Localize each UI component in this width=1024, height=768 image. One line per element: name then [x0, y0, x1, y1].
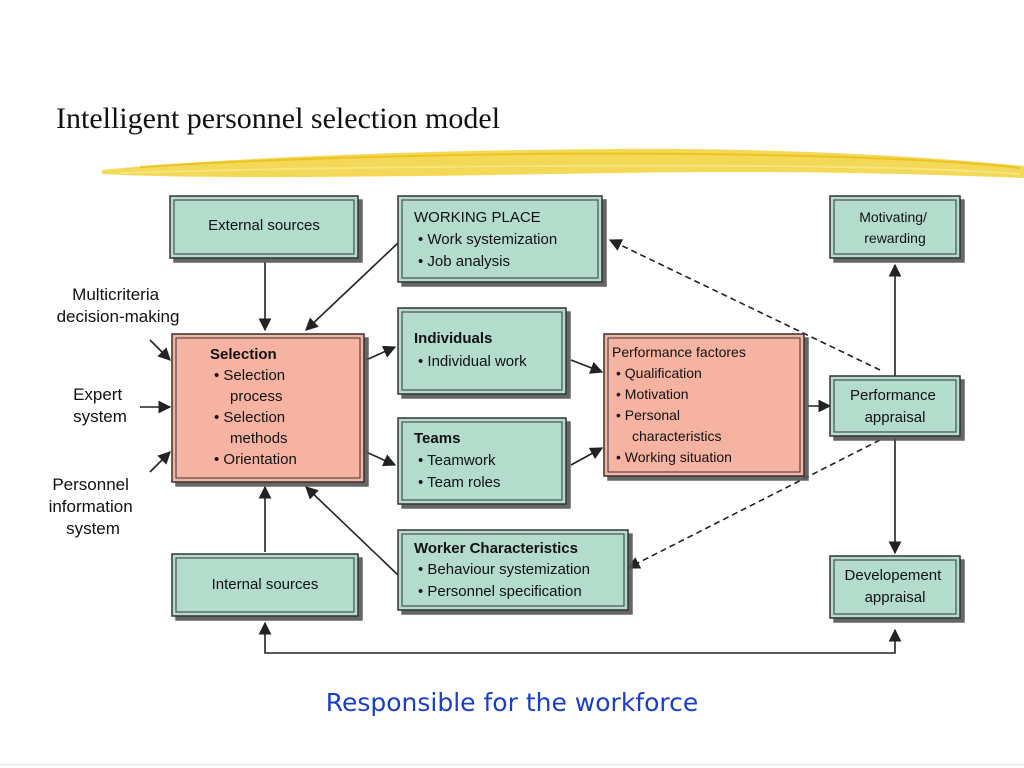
input-multicriteria: Multicriteria decision-making	[57, 285, 180, 326]
box-performance-factors: Performance factores • Qualification • M…	[603, 333, 805, 477]
box-performance-appraisal: Performance appraisal	[829, 375, 961, 437]
box-teams: Teams • Teamwork • Team roles	[397, 417, 567, 505]
arrow-multicriteria-to-selection	[149, 339, 171, 361]
svg-text:• Teamwork • Team role: • Teamwork • Team roles	[418, 452, 501, 491]
svg-text:• Work systemization •: • Work systemization • Job analysis	[418, 231, 561, 270]
svg-text:WORKING PLACE: WORKING PLACE	[414, 209, 541, 226]
svg-text:• Behaviour systemization: • Behaviour systemization • Personnel sp…	[418, 561, 594, 600]
svg-text:Internal sources: Internal sources	[212, 576, 319, 593]
selection-model-diagram: Multicriteria decision-making Expert sys…	[49, 195, 961, 654]
feedback-line-bottom	[258, 621, 902, 654]
arrow-selection-to-teams	[365, 451, 397, 467]
svg-text:External sources: External sources	[208, 217, 320, 234]
svg-text:Worker Characteristics: Worker Characteristics	[414, 540, 578, 557]
box-working-place: WORKING PLACE • Work systemization • Job…	[397, 195, 603, 283]
input-expert-system: Expert system	[73, 385, 127, 426]
svg-text:• Selection process: • Selection process • Selection methods …	[214, 367, 297, 468]
box-worker-characteristics: Worker Characteristics • Behaviour syste…	[397, 529, 629, 611]
svg-text:Developement appraisal: Developement appraisal	[845, 567, 946, 606]
box-development-appraisal: Developement appraisal	[829, 555, 961, 619]
svg-text:Teams: Teams	[414, 430, 460, 447]
svg-text:• Individual work: • Individual work	[418, 353, 527, 370]
box-motivating-rewarding: Motivating/ rewarding	[829, 195, 961, 259]
input-labels: Multicriteria decision-making Expert sys…	[49, 285, 180, 538]
arrow-individuals-to-performance	[570, 359, 604, 374]
box-external-sources: External sources	[169, 195, 359, 259]
dashed-appraisal-to-worker	[626, 439, 881, 569]
slide-title: Intelligent personnel selection model	[56, 102, 501, 135]
input-personnel-information-system: Personnel information system	[49, 475, 138, 538]
svg-text:Performance appraisal: Performance appraisal	[850, 387, 940, 426]
arrow-worker-to-selection	[305, 486, 399, 576]
yellow-brush-stroke	[102, 148, 1024, 178]
box-internal-sources: Internal sources	[171, 553, 359, 617]
svg-text:Motivating/ rewarding: Motivating/ rewarding	[859, 209, 931, 246]
arrow-selection-to-individuals	[365, 345, 397, 361]
connector-lines	[140, 239, 902, 654]
arrow-teams-to-performance	[570, 447, 604, 466]
box-selection: Selection • Selection process • Selectio…	[171, 333, 365, 483]
slide-caption: Responsible for the workforce	[325, 688, 699, 717]
svg-text:Performance factores: Performance factores	[612, 344, 746, 360]
svg-text:Selection: Selection	[210, 346, 277, 363]
arrow-personnel-to-selection	[149, 451, 171, 473]
svg-text:• Qualification • Moti: • Qualification • Motivation • Personal …	[616, 365, 732, 465]
arrow-workingplace-to-selection	[305, 242, 399, 331]
svg-text:Individuals: Individuals	[414, 330, 492, 347]
box-individuals: Individuals • Individual work	[397, 307, 567, 395]
footer-divider	[0, 764, 1024, 765]
